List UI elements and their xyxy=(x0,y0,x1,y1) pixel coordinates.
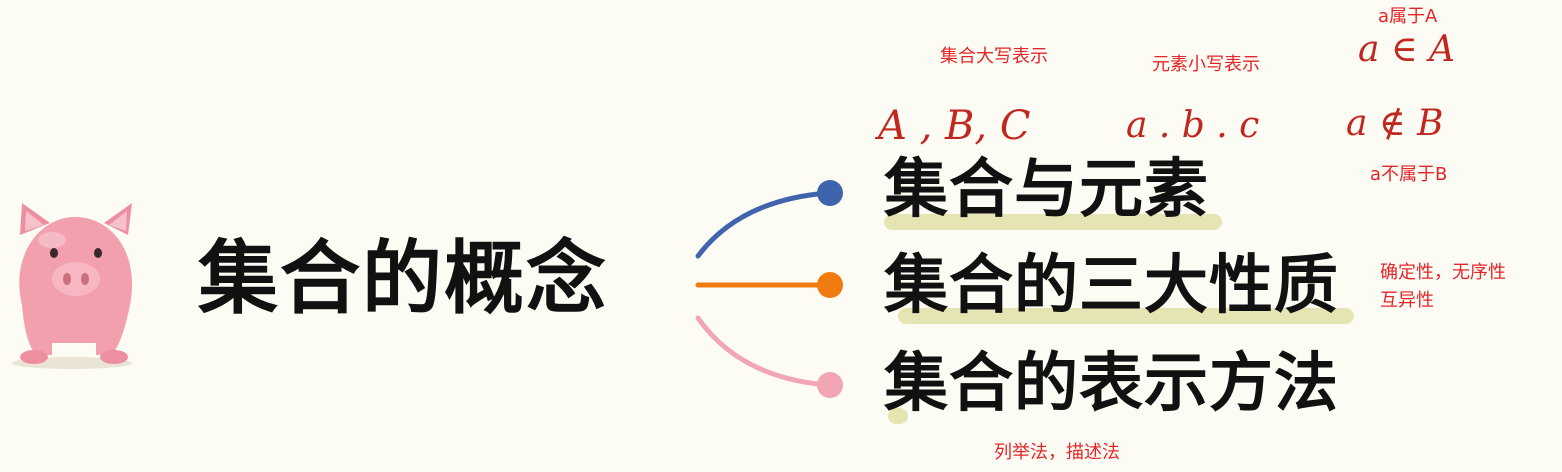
node-dot-set-and-element xyxy=(817,180,843,206)
piggy-bank-icon xyxy=(12,203,133,369)
connector-representation xyxy=(695,315,831,388)
note-methods: 列举法，描述法 xyxy=(994,442,1120,463)
node-dot-representation xyxy=(817,372,843,398)
highlight-stroke xyxy=(888,408,908,424)
note-properties-line1: 确定性，无序性 xyxy=(1380,262,1506,283)
note-element-lowercase: 元素小写表示 xyxy=(1152,54,1260,75)
node-dot-three-properties xyxy=(817,272,843,298)
connector-set-and-element xyxy=(695,190,831,259)
note-properties-line2: 互异性 xyxy=(1380,290,1434,311)
handwritten-elements: a . b . c xyxy=(1126,105,1260,146)
highlight-stroke xyxy=(898,308,1354,324)
note-belongs: a属于A xyxy=(1378,6,1438,27)
branch-three-properties[interactable]: 集合的三大性质 xyxy=(884,248,1339,323)
note-not-belongs: a不属于B xyxy=(1370,164,1448,185)
handwritten-belongs: a ∈ A xyxy=(1358,29,1455,70)
branch-set-and-element[interactable]: 集合与元素 xyxy=(884,152,1209,227)
handwritten-not-belongs: a ∉ B xyxy=(1346,103,1444,144)
note-set-uppercase: 集合大写表示 xyxy=(940,46,1048,67)
highlight-stroke xyxy=(884,214,1222,230)
central-topic: 集合的概念 xyxy=(198,231,608,325)
branch-representation[interactable]: 集合的表示方法 xyxy=(884,346,1339,421)
handwritten-sets: A , B, C xyxy=(878,103,1031,149)
